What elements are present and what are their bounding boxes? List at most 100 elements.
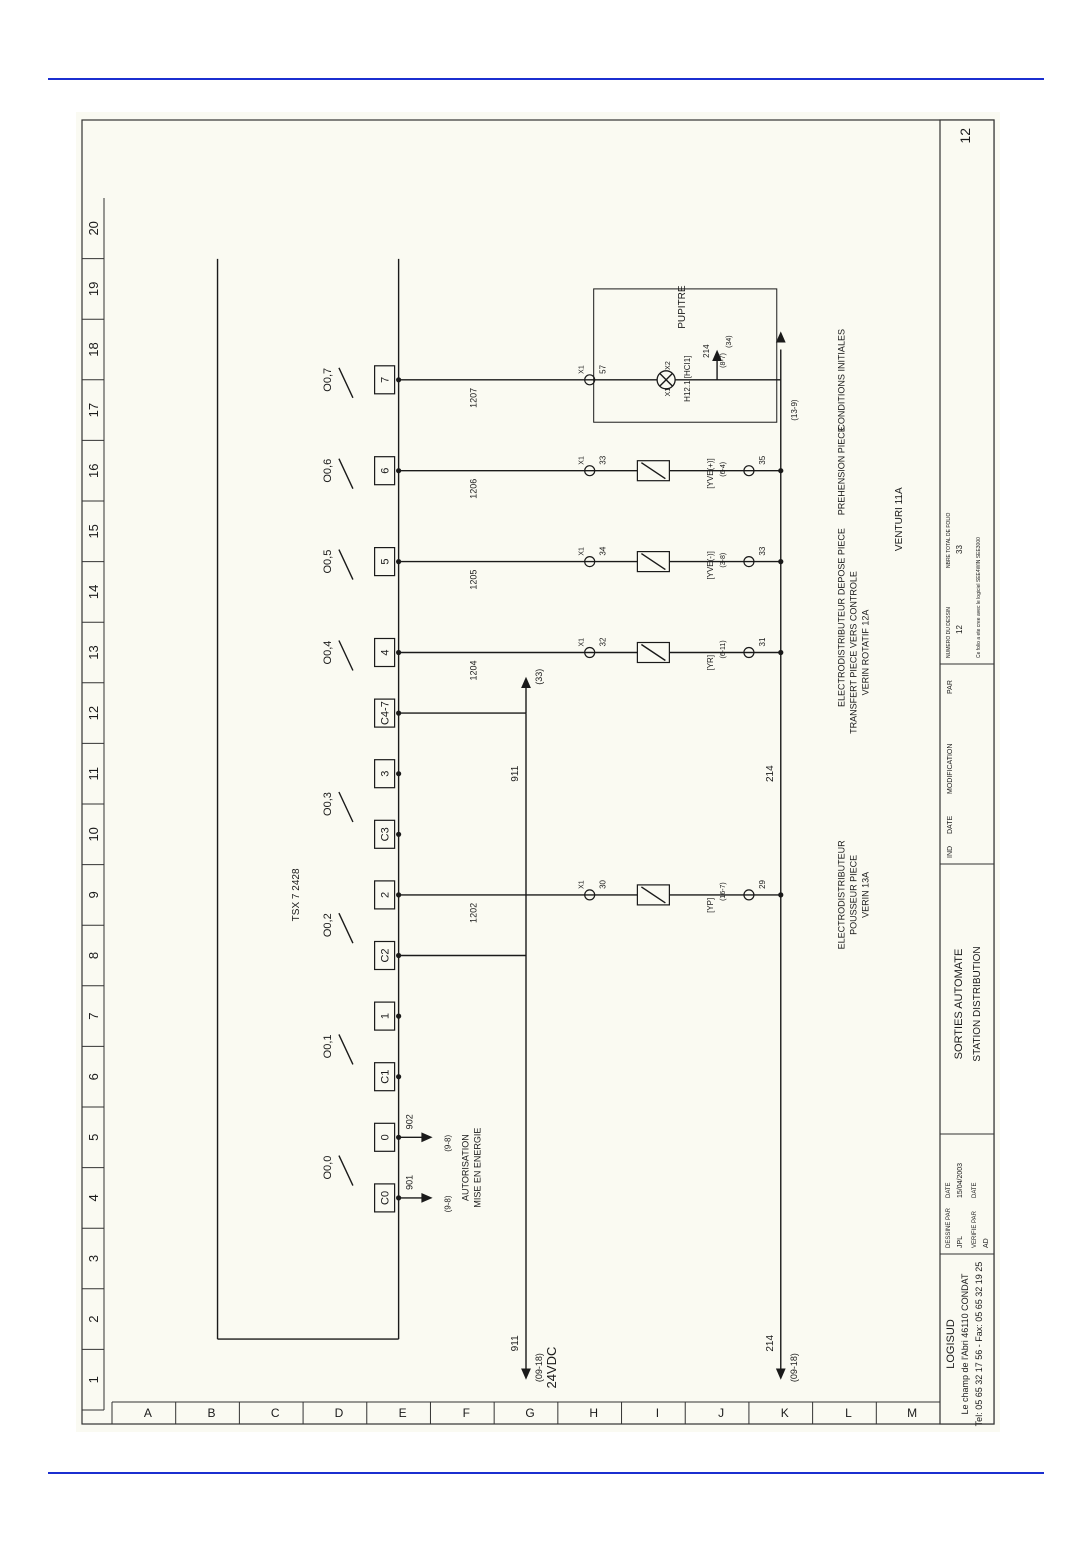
return-wire-label-2: 214 (765, 765, 776, 782)
load-description: TRANSFERT PIECE VERS CONTROLE (848, 571, 858, 734)
coil-slash (640, 553, 666, 571)
load-wire-number: 1202 (468, 903, 478, 923)
row-letter: L (845, 1406, 852, 1420)
column-number: 8 (86, 952, 101, 959)
load-ref: (16-7) (720, 882, 727, 901)
column-number: 3 (86, 1255, 101, 1262)
plc-module-label: TSX 7 2428 (291, 868, 302, 921)
autorisation-arrow (421, 1132, 433, 1143)
folio: 12 (955, 625, 964, 634)
pupitre-box (593, 288, 778, 423)
row-letter: K (781, 1406, 789, 1420)
lamp-name: H12.1 [HCI1] (683, 356, 692, 402)
lamp-up-arrow (712, 349, 722, 361)
terminal-label: C3 (380, 827, 392, 841)
row-letter: I (656, 1406, 659, 1420)
row-letter: E (399, 1406, 407, 1420)
row-letter: B (208, 1406, 216, 1420)
contact-blade (338, 791, 354, 823)
terminal-dot (396, 1074, 402, 1080)
autorisation-wire-number: 901 (405, 1175, 415, 1190)
load-description: ELECTRODISTRIBUTEUR (836, 597, 846, 707)
column-number: 19 (86, 282, 101, 296)
load-description: CONDITIONS INITIALES (836, 329, 846, 431)
drawn-by: JPL (957, 1236, 964, 1248)
row-letter: A (144, 1406, 152, 1420)
terminal-dot (396, 831, 402, 837)
load-wire-number: 1205 (468, 570, 478, 590)
supply-wire-label: 911 (510, 1335, 521, 1351)
terminal-box (374, 940, 396, 971)
coil-slash (640, 462, 666, 480)
terminal-number: 32 (599, 637, 608, 646)
load-return-dot (778, 892, 784, 898)
bottom-rule (48, 1472, 1044, 1474)
autorisation-label-2: MISE EN ENERGIE (473, 1128, 483, 1208)
coil-slash (640, 886, 666, 904)
column-number: 17 (86, 403, 101, 417)
load-return-dot (778, 558, 784, 565)
coil-slash (640, 643, 666, 662)
load-ref: (3-8) (720, 553, 727, 568)
supply-up-arrow (521, 676, 531, 688)
supply-up-ref: (33) (534, 669, 544, 685)
row-letter: H (589, 1406, 598, 1420)
autorisation-wire-number: 902 (405, 1114, 415, 1129)
terminal-number: 35 (758, 455, 767, 464)
column-number: 10 (86, 827, 101, 841)
par-label: PAR (947, 680, 954, 694)
load-ref: (6-4) (720, 462, 727, 477)
sheet-title-2: STATION DISTRIBUTION (972, 946, 983, 1061)
load-wire-number: 1204 (468, 661, 478, 681)
drawn-by-label: DESSINE PAR (946, 1207, 952, 1248)
terminal-label: C0 (380, 1191, 392, 1205)
company-name: LOGISUD (945, 1319, 957, 1369)
output-label: O0,0 (322, 1156, 334, 1180)
company-address: Le champ de l'Abri 46110 CONDAT (960, 1273, 970, 1414)
date2-label: DATE (972, 1182, 978, 1198)
terminal-top (584, 555, 596, 568)
row-letter: D (335, 1406, 344, 1420)
row-letter: J (718, 1406, 724, 1420)
terminal-box (374, 1062, 396, 1092)
load-description: VERIN 13A (860, 872, 870, 918)
return-up-ref: (13-9) (790, 399, 799, 421)
terminal-box (374, 456, 396, 486)
contact-blade (338, 640, 354, 671)
terminal-bottom (743, 555, 755, 568)
supply-wire-label-2: 911 (510, 765, 521, 781)
total-label: NBRE TOTAL DE FOLIO (946, 513, 952, 568)
top-rule (48, 78, 1044, 80)
load-ref: (6-11) (720, 640, 727, 658)
terminal-box (374, 365, 396, 395)
lamp-ref: (8-7) (720, 353, 727, 368)
load-wire-number: 1206 (468, 479, 478, 499)
terminal-dot (396, 1013, 402, 1019)
folio-label: NUMERO DU DESSIN (946, 607, 952, 658)
column-number: 16 (86, 463, 101, 477)
terminal-label: 4 (380, 649, 392, 655)
column-number: 13 (86, 645, 101, 659)
return-arrow (775, 1368, 786, 1380)
output-label: O0,5 (322, 550, 334, 574)
company-phone: Tel: 05 65 32 17 56 - Fax: 05 65 32 19 2… (974, 1262, 984, 1427)
total: 33 (955, 545, 964, 554)
terminal-label: C1 (380, 1070, 392, 1084)
terminal-bottom (743, 646, 755, 659)
checked-by-label: VERIFIE PAR (972, 1210, 978, 1248)
modification-label: MODIFICATION (947, 744, 954, 794)
venturi-label: VENTURI 11A (894, 487, 905, 551)
column-number: 15 (86, 524, 101, 538)
terminal-top (584, 374, 596, 386)
column-number: 18 (86, 342, 101, 356)
column-number: 6 (86, 1073, 101, 1080)
terminal-box (374, 1122, 396, 1152)
column-number: 7 (86, 1012, 101, 1019)
column-number: 2 (86, 1315, 101, 1322)
title-block (939, 119, 995, 1425)
column-number: 12 (86, 706, 101, 720)
column-number: 11 (86, 767, 101, 781)
load-name: [YVE(-)] (706, 551, 715, 579)
terminal-label: 6 (380, 468, 392, 474)
terminal-number: 33 (599, 455, 608, 464)
